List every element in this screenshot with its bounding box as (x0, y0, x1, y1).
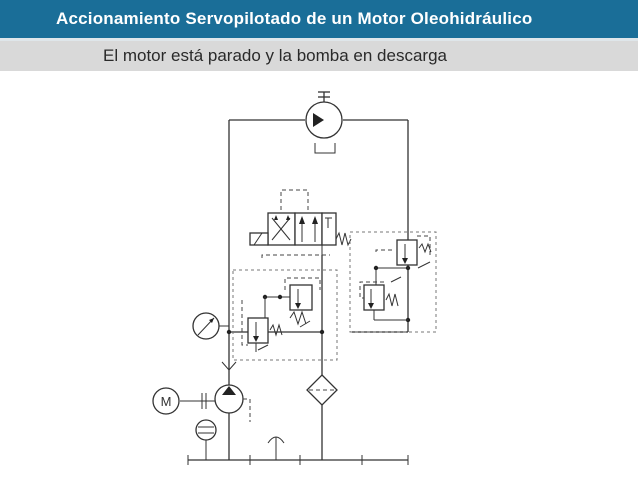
hydraulic-motor (305, 91, 343, 154)
reservoir (187, 455, 409, 465)
title-bar: Accionamiento Servopilotado de un Motor … (0, 0, 638, 41)
electric-motor-label: M (161, 394, 172, 409)
page-title: Accionamiento Servopilotado de un Motor … (56, 9, 533, 28)
pilot-relief-group-left (226, 254, 338, 361)
pressure-gauge (192, 312, 229, 340)
heat-exchanger (195, 419, 217, 460)
subtitle-bar: El motor está parado y la bomba en desca… (0, 41, 638, 71)
directional-valve (249, 189, 352, 255)
shaft-coupling (180, 393, 215, 409)
tank-return (267, 436, 285, 460)
electric-motor: M (152, 387, 180, 415)
hydraulic-pump (214, 361, 251, 422)
pilot-relief-group-right (349, 231, 437, 333)
page-subtitle: El motor está parado y la bomba en desca… (103, 46, 447, 65)
filter (306, 374, 338, 406)
